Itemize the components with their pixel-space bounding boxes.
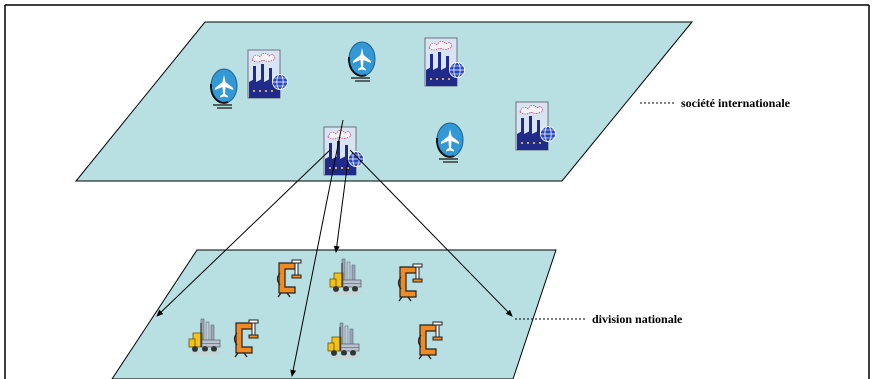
plane-societe-internationale <box>74 21 694 182</box>
arrow-to-center <box>333 159 349 253</box>
label-societe-internationale: société internationale <box>681 96 791 110</box>
arrow-to-left <box>156 149 331 317</box>
arrow-to-bottom <box>290 119 344 377</box>
plane-division-nationale <box>111 249 557 379</box>
arrow-to-right <box>349 149 513 317</box>
label-division-nationale: division nationale <box>592 312 683 326</box>
